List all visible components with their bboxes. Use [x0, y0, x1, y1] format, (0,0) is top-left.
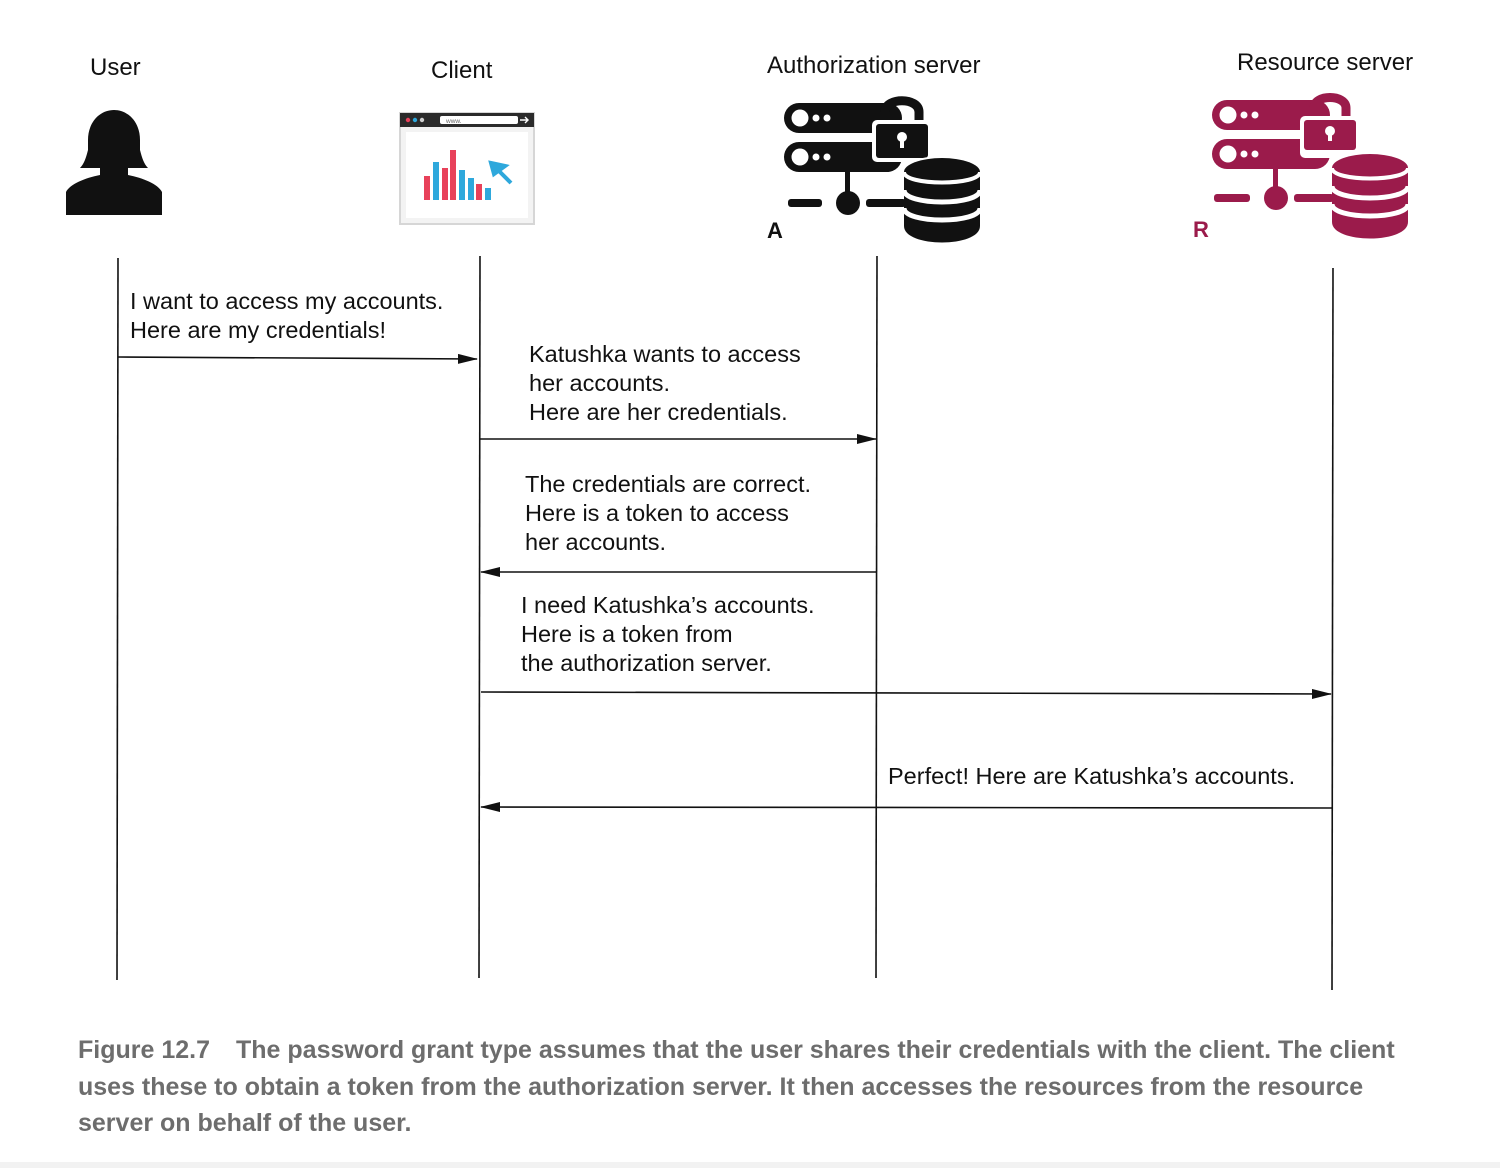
- browser-chart-icon: www.: [399, 112, 535, 225]
- message-line: The credentials are correct.: [525, 471, 812, 497]
- message-line: Here are my credentials!: [130, 317, 386, 343]
- authorization-server-badge: A: [767, 218, 783, 243]
- page-bottom-edge: [0, 1162, 1500, 1168]
- resource-server-icon: [1212, 93, 1412, 239]
- authorization-server-icon: [784, 96, 984, 243]
- message-authorization-server-to-client: The credentials are correct. Here is a t…: [525, 470, 811, 557]
- message-line: Here is a token to access: [525, 500, 789, 526]
- lifeline-user: [116, 257, 119, 981]
- message-resource-server-to-client: Perfect! Here are Katushka’s accounts.: [888, 762, 1295, 791]
- arrow-client-to-resource-server: [480, 688, 1332, 699]
- figure-label: Figure 12.7: [78, 1036, 210, 1064]
- figure-caption-text: The password grant type assumes that the…: [78, 1036, 1395, 1137]
- message-client-to-authorization-server: Katushka wants to access her accounts. H…: [529, 340, 801, 427]
- lifeline-client: [478, 255, 481, 979]
- message-client-to-resource-server: I need Katushka’s accounts. Here is a to…: [521, 591, 815, 678]
- actor-label-authorization-server: Authorization server: [767, 52, 981, 79]
- user-silhouette-icon: [66, 110, 162, 215]
- message-line: Katushka wants to access: [529, 341, 801, 367]
- actor-label-client: Client: [431, 57, 493, 84]
- message-user-to-client: I want to access my accounts. Here are m…: [130, 287, 443, 345]
- message-line: her accounts.: [525, 529, 667, 555]
- actor-label-resource-server: Resource server: [1237, 49, 1414, 76]
- message-line: I want to access my accounts.: [130, 288, 444, 314]
- message-line: her accounts.: [529, 370, 671, 396]
- actor-label-user: User: [90, 54, 141, 81]
- message-line: Here is a token from: [521, 621, 733, 647]
- arrow-resource-server-to-client: [480, 802, 1333, 813]
- resource-server-badge: R: [1193, 217, 1209, 242]
- message-line: Here are her credentials.: [529, 399, 788, 425]
- lifeline-resource-server: [1331, 267, 1334, 991]
- message-line: Perfect! Here are Katushka’s accounts.: [888, 763, 1296, 789]
- browser-address-text: www.: [445, 118, 462, 125]
- lifeline-authorization-server: [875, 255, 878, 979]
- message-line: I need Katushka’s accounts.: [521, 592, 815, 618]
- arrow-user-to-client: [117, 353, 478, 364]
- message-line: the authorization server.: [521, 650, 772, 676]
